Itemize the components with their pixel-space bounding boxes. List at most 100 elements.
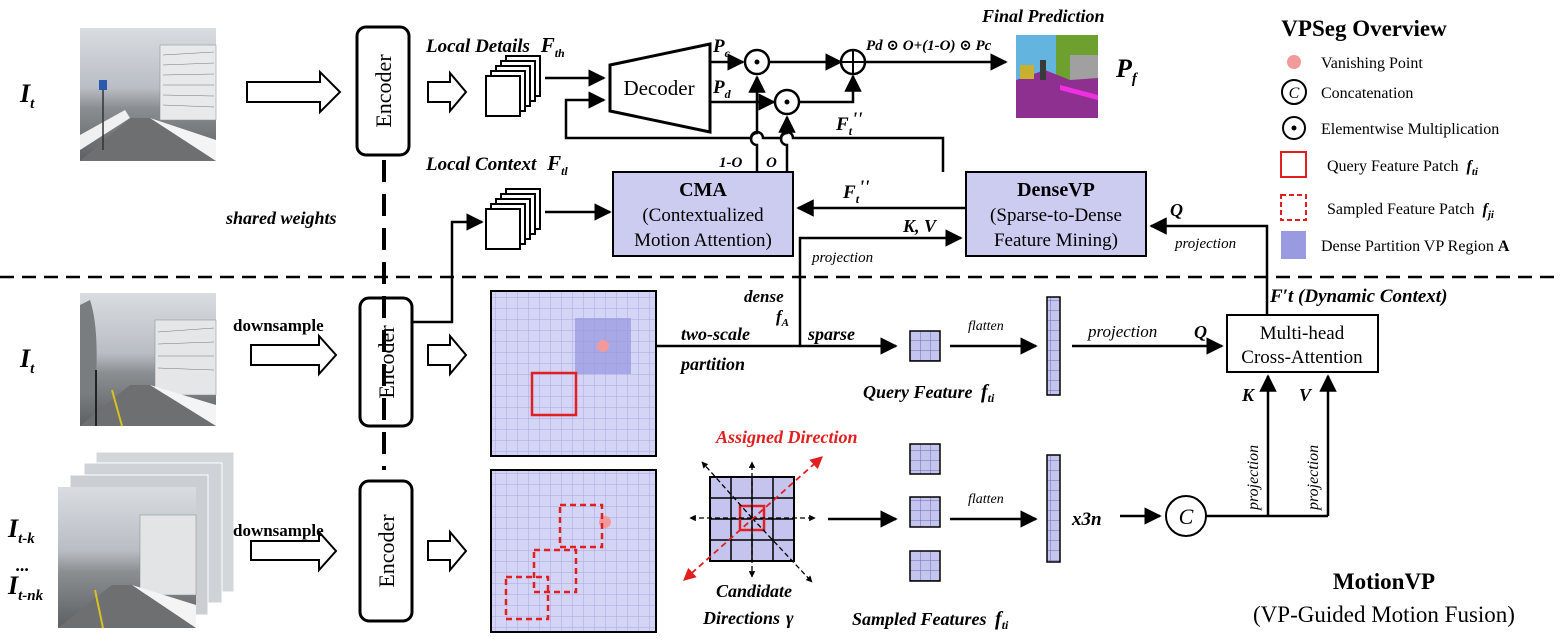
k-label: K <box>1241 385 1256 405</box>
arrow-dense-kv-to-densevp <box>798 229 963 346</box>
svg-text:Cross-Attention: Cross-Attention <box>1241 347 1363 368</box>
hollow-arrow-encoder-to-grid-mid <box>427 333 468 377</box>
cma-block: CMA (Contextualized Motion Attention) <box>612 171 794 257</box>
local-context-feature-stack <box>485 188 541 250</box>
query-feature-patch <box>909 330 941 362</box>
projection-label-k: projection <box>1245 445 1262 511</box>
svg-text:Feature Mining): Feature Mining) <box>994 230 1118 251</box>
svg-text:...: ... <box>16 555 30 575</box>
frame-it-middle <box>80 293 217 427</box>
candidate-label: Candidate <box>716 581 792 601</box>
svg-text:C: C <box>1179 504 1194 529</box>
pd-label: Pd <box>712 77 732 101</box>
flatten-label-query: flatten <box>968 319 1004 334</box>
projection-label-kv: projection <box>811 250 873 266</box>
legend-title: VPSeg Overview <box>1281 16 1447 41</box>
frame-stack-past <box>58 451 235 629</box>
motionvp-title: MotionVP <box>1333 569 1435 594</box>
svg-text:Encoder: Encoder <box>374 514 399 588</box>
elementwise-multiply-pd <box>773 88 801 116</box>
sampled-flattened-vector <box>1046 454 1061 563</box>
motionvp-subtitle: (VP-Guided Motion Fusion) <box>1253 602 1515 627</box>
dense-label: dense <box>744 287 784 306</box>
dense-region-icon <box>1281 231 1306 259</box>
svg-text:Motion Attention): Motion Attention) <box>634 230 772 251</box>
concatenation-icon: C <box>1281 79 1307 105</box>
encoder-top: Encoder <box>355 25 411 157</box>
two-scale-label: two-scale <box>681 324 750 344</box>
legend-item-sampled-patch: Sampled Feature Patch fji <box>1327 201 1495 221</box>
svg-text:It-k: It-k <box>7 514 35 547</box>
legend-item-vanishing-point: Vanishing Point <box>1321 55 1423 72</box>
svg-text:Multi-head: Multi-head <box>1260 323 1345 344</box>
ft-double-prime-label-top: Ft'' <box>835 109 863 138</box>
one-minus-o-label: 1-O <box>719 155 742 171</box>
arrow-ft-feedback-to-decoder <box>564 91 945 172</box>
arrow-q-to-densevp <box>1149 217 1269 315</box>
multi-head-cross-attention-block: Multi-head Cross-Attention <box>1226 314 1379 373</box>
encoder-middle: Encoder <box>358 296 414 428</box>
sampled-features-label: Sampled Features fti <box>852 608 1009 632</box>
svg-text:Encoder: Encoder <box>371 54 396 128</box>
svg-text:CMA: CMA <box>679 179 727 201</box>
elementwise-multiplication-icon <box>1282 116 1306 140</box>
sparse-label: sparse <box>807 324 855 344</box>
svg-text:(Contextualized: (Contextualized <box>642 205 764 226</box>
shared-weights-label: shared weights <box>225 208 337 228</box>
arrow-one-minus-o <box>748 75 766 172</box>
svg-text:Encoder: Encoder <box>374 325 399 399</box>
dynamic-context-label: F′t (Dynamic Context) <box>1269 286 1447 307</box>
pf-label: Pf <box>1115 54 1139 87</box>
pc-label: Pc <box>712 36 731 60</box>
legend: VPSeg Overview Vanishing Point C Concate… <box>1280 16 1510 259</box>
svg-text:It: It <box>19 344 35 377</box>
partition-grid-current <box>490 290 657 457</box>
downsample-label-past: downsample <box>233 521 324 540</box>
svg-text:It-nk: It-nk <box>7 571 44 604</box>
input-label-it-middle: It <box>19 344 35 377</box>
partition-grid-past <box>490 469 657 633</box>
kv-label: K, V <box>902 216 938 236</box>
decoder-block: Decoder <box>608 42 712 134</box>
arrow-o <box>778 115 796 172</box>
input-label-it-top: It <box>19 79 35 112</box>
hollow-arrow-image-to-encoder-top <box>246 69 342 115</box>
hollow-arrow-encoder-to-grid-past <box>427 529 468 573</box>
densevp-block: DenseVP (Sparse-to-Dense Feature Mining) <box>965 171 1147 257</box>
local-details-feature-stack <box>485 55 541 117</box>
fusion-formula: Pd ⊙ O+(1-O) ⊙ Pc <box>866 38 992 54</box>
flatten-label-sampled: flatten <box>968 492 1004 507</box>
hollow-arrow-downsample-mid <box>250 333 338 377</box>
final-prediction-label: Final Prediction <box>981 6 1105 26</box>
projection-label-v: projection <box>1305 445 1322 511</box>
svg-text:C: C <box>1289 85 1300 102</box>
partition-label: partition <box>679 354 745 374</box>
q-label-mid: Q <box>1194 322 1207 342</box>
local-details-label: Local Details Fth <box>425 33 565 60</box>
q-label-top: Q <box>1170 200 1183 220</box>
x3n-label: x3n <box>1071 509 1102 530</box>
legend-item-concatenation: Concatenation <box>1321 85 1413 102</box>
assigned-direction-label: Assigned Direction <box>715 427 858 447</box>
direction-sampling-diagram <box>683 456 823 583</box>
final-prediction-image <box>1016 35 1098 118</box>
query-flattened-vector <box>1046 296 1061 396</box>
query-feature-label: Query Feature fti <box>863 381 995 405</box>
fa-label: fA <box>776 307 789 329</box>
encoder-bottom: Encoder <box>358 479 414 623</box>
svg-text:Decoder: Decoder <box>623 76 694 100</box>
ft-double-prime-label-mid: Ft'' <box>842 177 870 206</box>
local-context-label: Local Context Ftl <box>425 151 568 178</box>
svg-text:It: It <box>19 79 35 112</box>
hollow-arrow-downsample-past <box>250 529 338 573</box>
sum-node <box>839 48 867 76</box>
legend-item-elementwise: Elementwise Multiplication <box>1321 121 1499 138</box>
legend-item-query-patch: Query Feature Patch fti <box>1327 158 1479 178</box>
projection-label-q-top: projection <box>1174 236 1236 252</box>
v-label: V <box>1299 385 1313 405</box>
hollow-arrow-encoder-to-features-top <box>427 70 468 114</box>
sampled-patch-icon <box>1280 194 1307 221</box>
concatenation-node: C <box>1165 495 1207 537</box>
